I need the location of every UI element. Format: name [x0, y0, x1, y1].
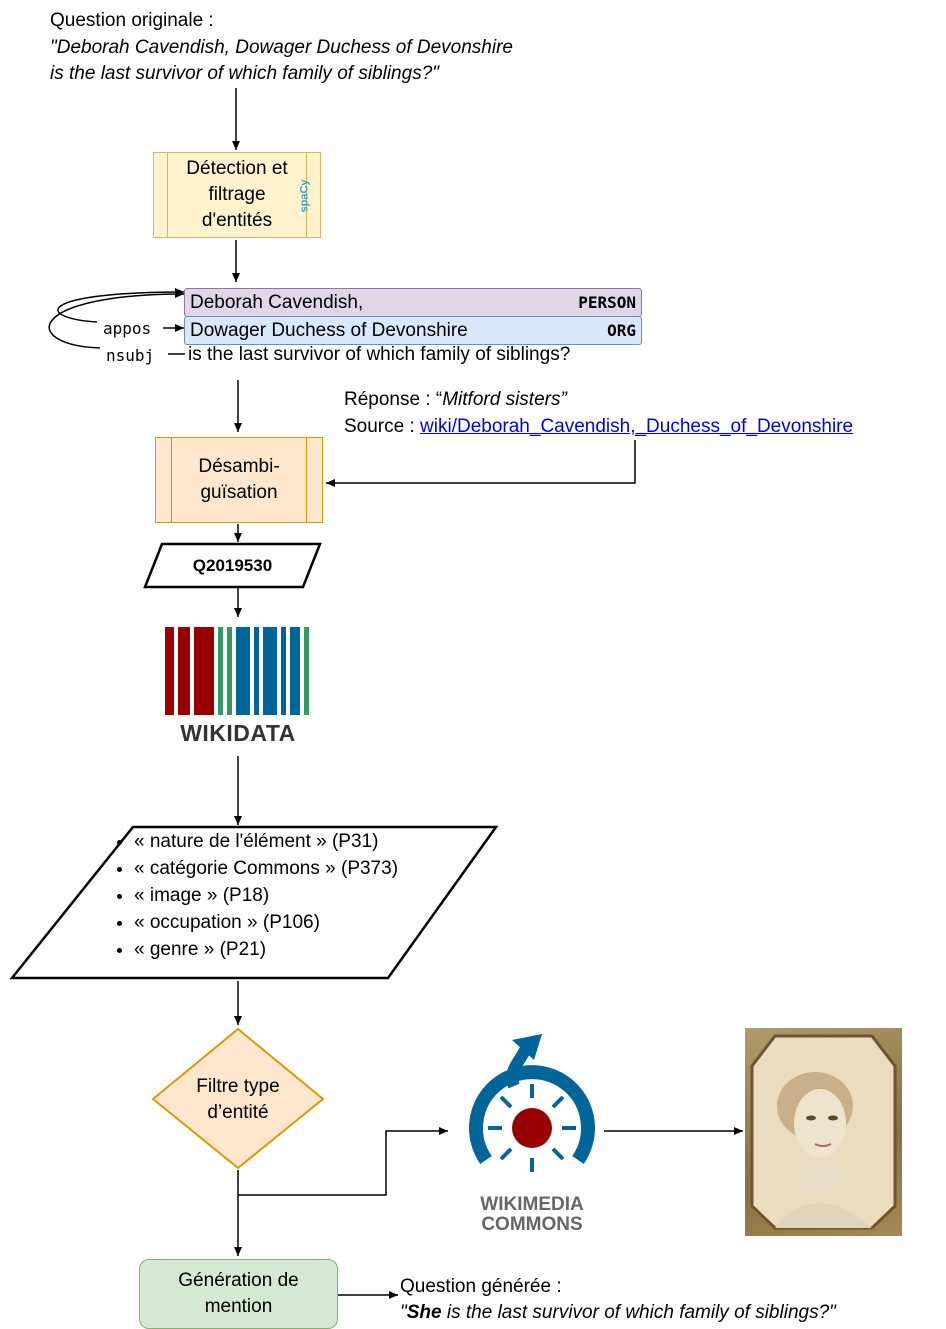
spacy-logo: spaCy: [298, 179, 311, 213]
process-side-bar: [306, 153, 307, 237]
dep-label-nsubj: nsubj: [106, 346, 155, 365]
answer-line: Réponse : “Mitford sisters”: [344, 387, 567, 413]
wikidata-barcode-icon: [165, 627, 309, 715]
generated-question: "She is the last survivor of which famil…: [400, 1300, 836, 1326]
portrait-image: [745, 1028, 902, 1236]
generation-process-box: Génération de mention: [139, 1259, 338, 1329]
generation-label: Génération de mention: [178, 1270, 299, 1317]
property-item: « nature de l'élément » (P31): [134, 828, 398, 855]
entity-org-text: Dowager Duchess of Devonshire: [190, 319, 468, 341]
dep-label-appos: appos: [103, 319, 152, 338]
property-item: « occupation » (P106): [134, 909, 398, 936]
arrow-appos-to-person: [57, 288, 185, 323]
property-item: « image » (P18): [134, 882, 398, 909]
properties-list: « nature de l'élément » (P31) « catégori…: [112, 828, 398, 963]
answer-label: Réponse : “: [344, 389, 443, 410]
process-side-bar: [306, 438, 307, 522]
source-label: Source :: [344, 416, 421, 437]
disambiguation-process-box: Désambi- guïsation: [155, 437, 323, 523]
generated-quote-open: ": [400, 1302, 407, 1323]
arrow-filter-to-commons: [238, 1127, 448, 1196]
generated-pronoun: She: [406, 1302, 442, 1323]
portrait-drawing: [750, 1034, 897, 1230]
wikimedia-commons-icon: [469, 1034, 595, 1172]
arrow-source-to-disambiguation: [326, 440, 636, 487]
wikidata-wordmark: WIKIDATA: [180, 720, 296, 746]
filter-diamond: [151, 1027, 325, 1170]
property-item: « genre » (P21): [134, 936, 398, 963]
process-side-bar: [167, 153, 168, 237]
question-heading: Question originale :: [50, 10, 214, 31]
entity-org-tag: ORG: [607, 320, 636, 340]
answer-value: Mitford sisters”: [442, 389, 567, 410]
commons-wordmark: WIKIMEDIA COMMONS: [452, 1195, 612, 1235]
process-side-bar: [171, 438, 172, 522]
wikidata-logo: WIKIDATA: [163, 627, 313, 746]
question-line-2: is the last survivor of which family of …: [50, 63, 439, 84]
property-item: « catégorie Commons » (P373): [134, 855, 398, 882]
entity-org: Dowager Duchess of Devonshire ORG: [184, 316, 642, 345]
detection-process-box: Détection et filtrage d'entités spaCy: [153, 152, 321, 238]
entity-person-text: Deborah Cavendish,: [190, 291, 364, 313]
source-line: Source : wiki/Deborah_Cavendish,_Duchess…: [344, 414, 853, 440]
entity-rest-text: is the last survivor of which family of …: [188, 344, 571, 365]
commons-wordmark-line1: WIKIMEDIA: [480, 1194, 584, 1215]
detection-label: Détection et filtrage d'entités: [186, 158, 288, 231]
commons-wordmark-line2: COMMONS: [481, 1214, 583, 1235]
question-line-1: "Deborah Cavendish, Dowager Duchess of D…: [50, 37, 513, 58]
generated-heading: Question générée :: [400, 1276, 562, 1297]
entity-person: Deborah Cavendish, PERSON: [184, 288, 642, 317]
filter-label: Filtre type d’entité: [196, 1076, 280, 1123]
qid-label: Q2019530: [192, 555, 273, 575]
arrow-nsubj-to-person: [48, 290, 185, 349]
disambiguation-label: Désambi- guïsation: [198, 456, 280, 503]
source-link[interactable]: wiki/Deborah_Cavendish,_Duchess_of_Devon…: [420, 416, 854, 437]
properties-parallelogram: [9, 825, 499, 980]
entity-person-tag: PERSON: [578, 292, 636, 312]
wikimedia-commons-logo: WIKIMEDIA COMMONS: [452, 1030, 612, 1235]
qid-parallelogram: [143, 542, 322, 589]
generated-rest: is the last survivor of which family of …: [441, 1302, 836, 1323]
